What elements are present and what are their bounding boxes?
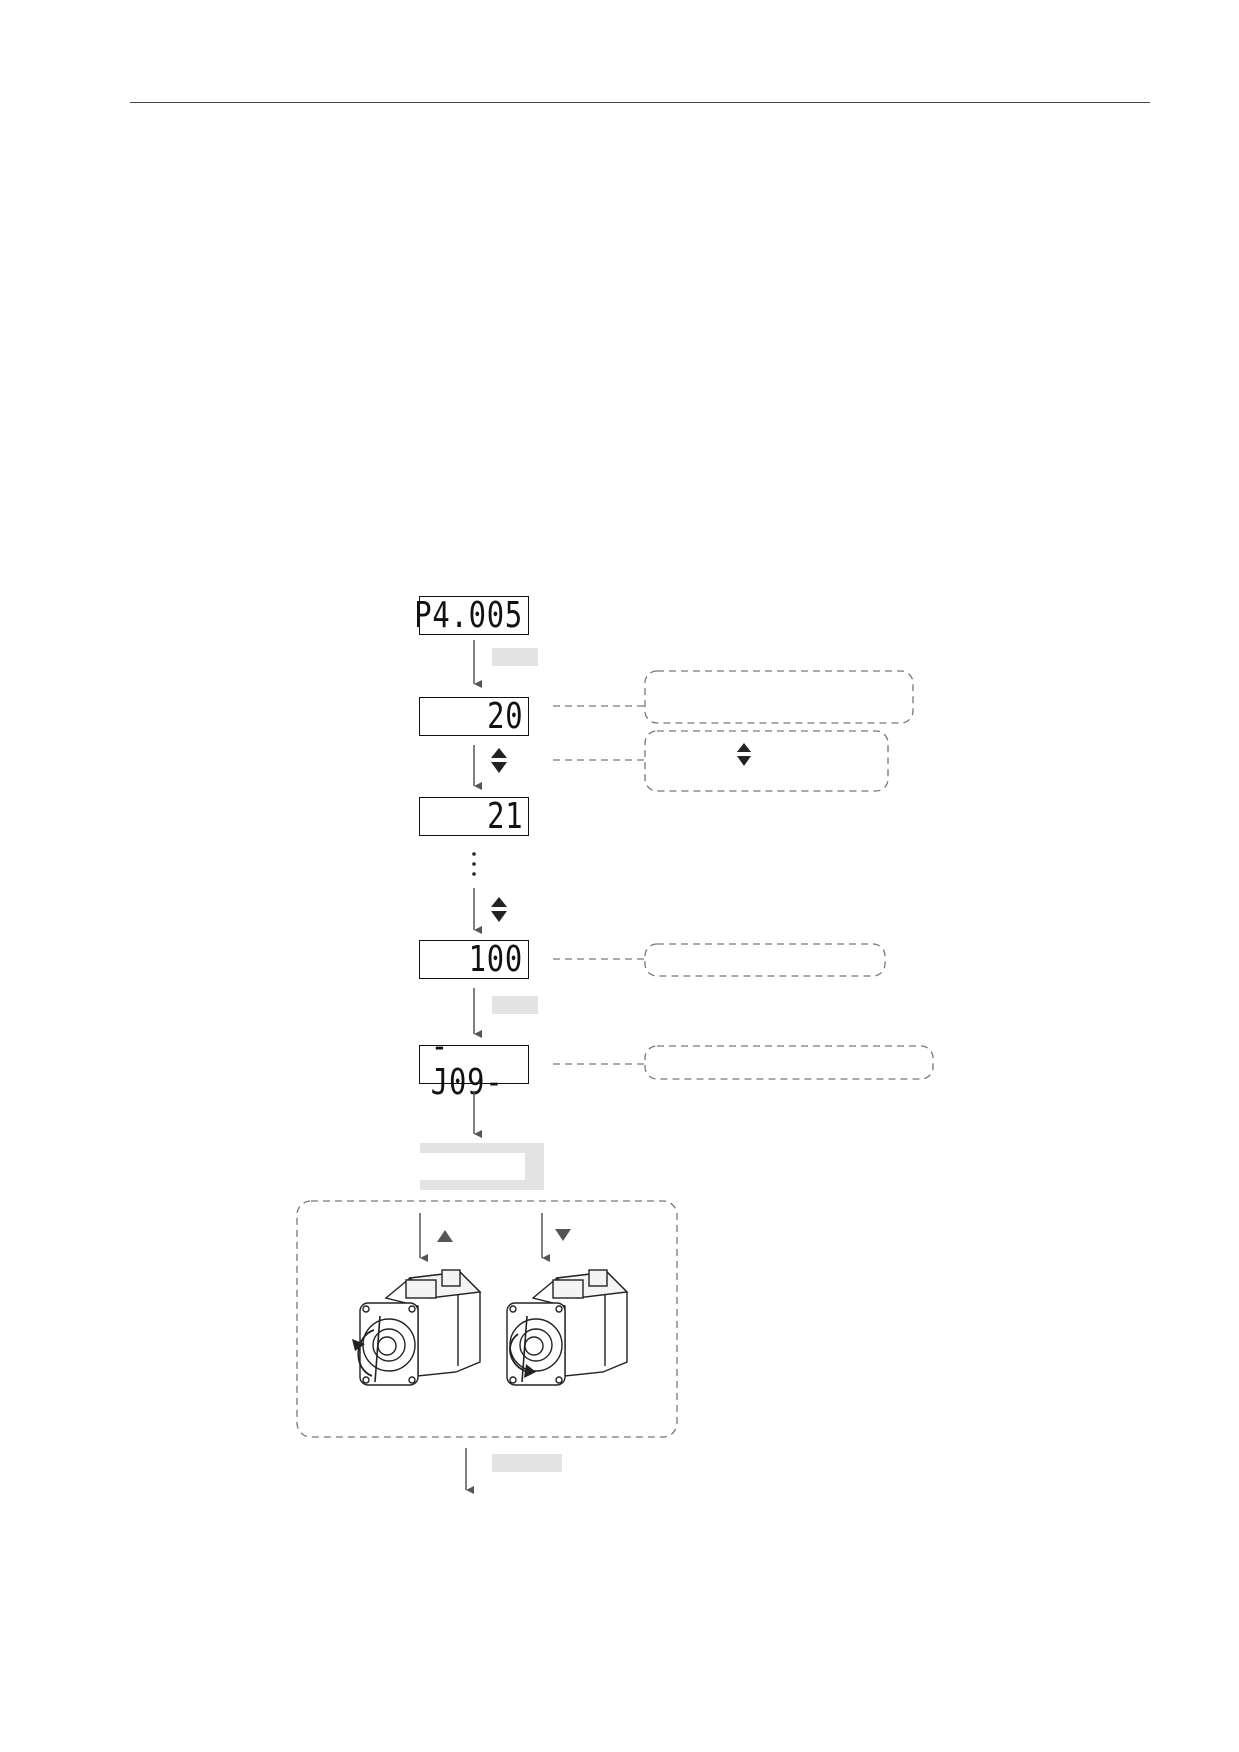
ellipsis-dots — [472, 852, 476, 876]
key-label-placeholder — [492, 648, 538, 666]
display-jog: -J09- — [419, 1028, 529, 1100]
display-text: 100 — [468, 938, 523, 980]
grey-bracket-shape — [420, 1143, 544, 1190]
display-value-21: 21 — [419, 797, 529, 836]
header-rule — [130, 102, 1150, 103]
display-text: 21 — [486, 795, 523, 837]
down-key-icon — [555, 1229, 571, 1241]
display-text: -J09- — [430, 1025, 504, 1103]
up-down-arrow-keys-icon — [491, 897, 507, 922]
up-down-arrow-keys-icon — [491, 748, 507, 773]
key-label-placeholder — [492, 1454, 562, 1472]
up-key-icon — [437, 1230, 453, 1242]
display-value-100: 100 — [419, 940, 529, 979]
display-text: P4.005 — [414, 594, 523, 636]
jog-operation-box — [296, 1200, 678, 1438]
callout-box — [644, 670, 914, 724]
callout-box — [644, 1045, 934, 1080]
display-text: 20 — [486, 695, 523, 737]
callout-box — [644, 943, 886, 977]
servo-motor-icon — [352, 1269, 482, 1386]
up-down-arrow-keys-icon — [737, 743, 751, 766]
callout-box — [644, 730, 889, 792]
display-parameter-p4-005: P4.005 — [414, 596, 529, 635]
key-label-placeholder — [492, 996, 538, 1014]
servo-motor-icon — [506, 1269, 629, 1386]
display-value-20: 20 — [419, 697, 529, 736]
